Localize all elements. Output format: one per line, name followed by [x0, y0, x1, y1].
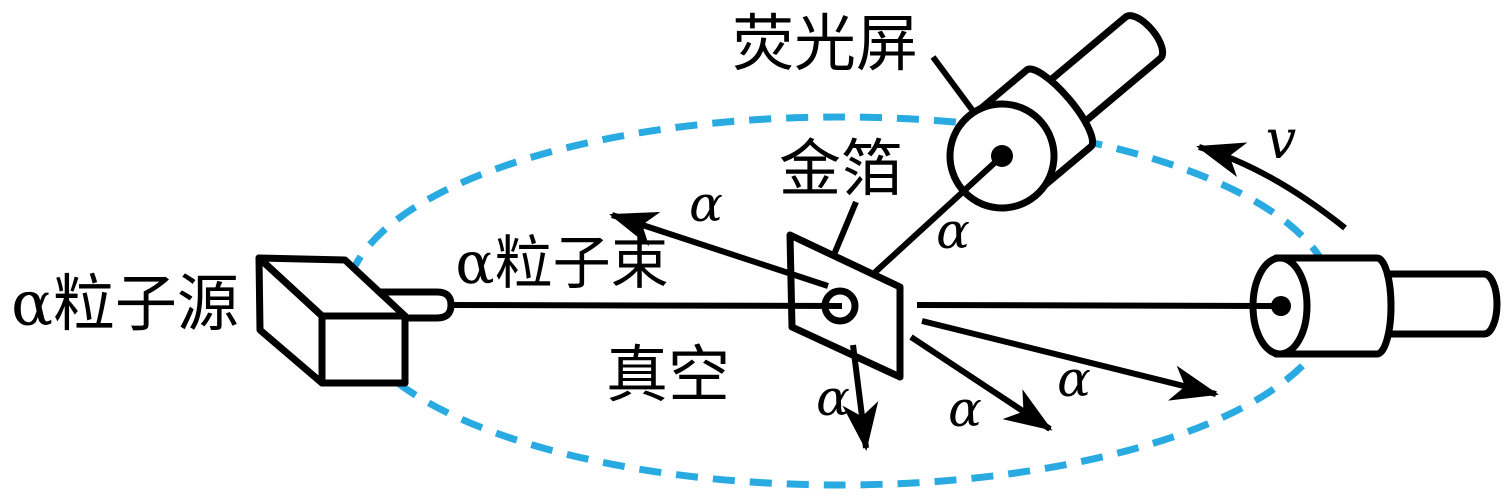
fluorescent-screen-label: 荧光屏	[732, 7, 918, 80]
alpha-label-backscatter: α	[689, 175, 723, 233]
small-angle-scattered-alpha-ray	[921, 318, 1219, 401]
gold-foil-label: 金箔	[779, 132, 903, 205]
alpha-source-device	[255, 254, 455, 387]
fluorescent-screen-microscope	[946, 12, 1167, 212]
backscattered-alpha-ray	[609, 211, 829, 289]
gold-foil-pointer-line	[830, 200, 859, 259]
alpha-beam-line	[449, 302, 843, 309]
velocity-label: v	[1266, 108, 1297, 171]
mid-angle-scattered-alpha-ray	[909, 334, 1053, 432]
rotation-velocity-arrow	[1196, 142, 1347, 231]
alpha-ray-to-screen	[868, 153, 1005, 279]
source-label: α粒子源	[11, 267, 239, 340]
microscope-eyepiece-tube	[1382, 270, 1501, 338]
transmitted-alpha-ray	[916, 302, 1282, 309]
vacuum-label: 真空	[606, 338, 730, 411]
alpha-label-small-angle-ray: α	[1057, 350, 1091, 408]
screen-pointer-line	[930, 55, 976, 113]
alpha-label-screen-ray: α	[936, 202, 970, 260]
downward-scattered-alpha-ray	[842, 344, 879, 451]
right-microscope	[1249, 254, 1501, 358]
screen-flash-dot	[991, 145, 1013, 167]
alpha-label-downward-ray: α	[816, 369, 850, 427]
beam-label: α粒子束	[455, 229, 668, 297]
alpha-label-mid-ray: α	[948, 380, 982, 438]
microscope-flash-dot	[1271, 296, 1291, 316]
source-box-front-face	[318, 312, 409, 387]
